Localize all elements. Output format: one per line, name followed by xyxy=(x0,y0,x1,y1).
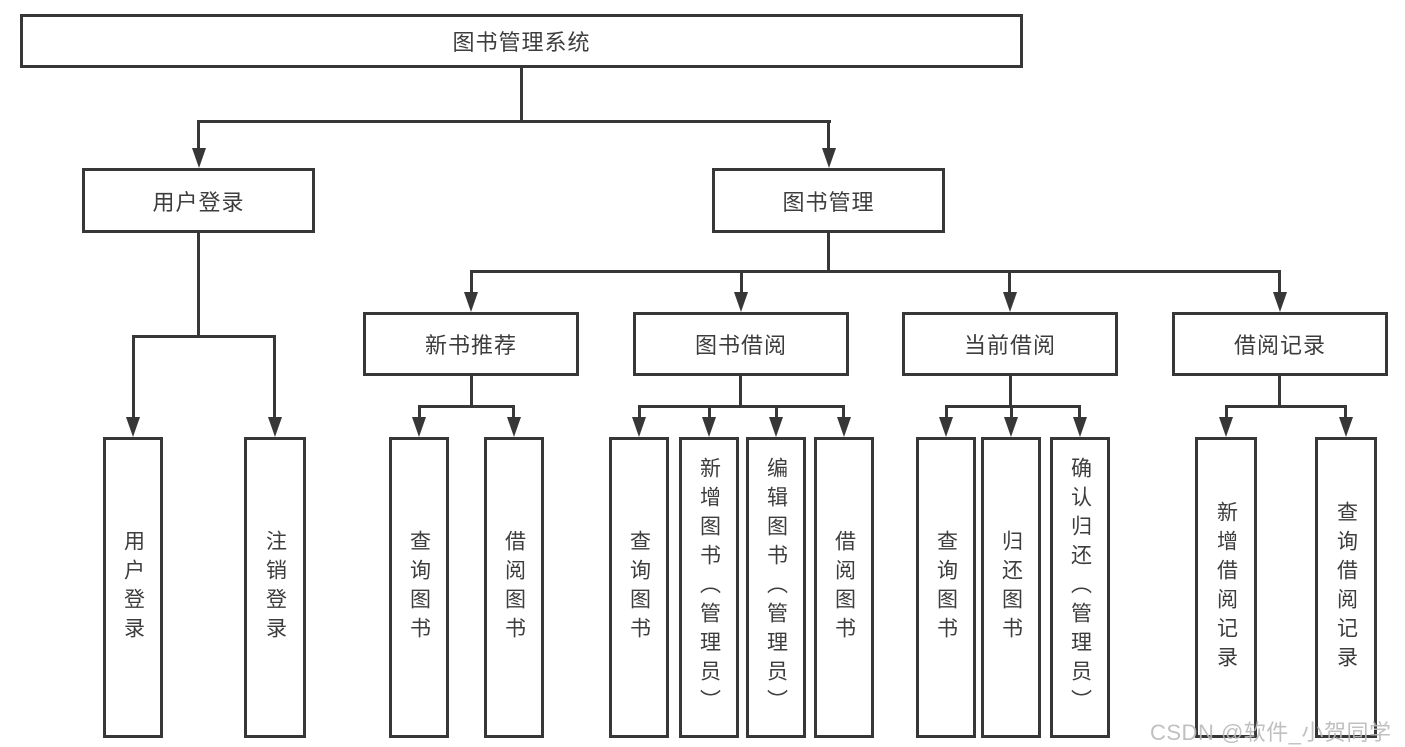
connector-current-stem xyxy=(1009,376,1012,405)
leaf-borrow-books-recommend: 借阅图书 xyxy=(484,437,544,738)
connector-drop-j1 xyxy=(1225,405,1228,417)
node-root-label: 图书管理系统 xyxy=(452,30,591,55)
node-new-book-recommendation-label: 新书推荐 xyxy=(424,333,517,358)
connector-recommend-stem xyxy=(470,376,473,405)
connector-drop-b4 xyxy=(842,405,845,417)
leaf-search-books-current-label: 查询图书 xyxy=(934,529,958,646)
leaf-logout-label: 注销登录 xyxy=(263,529,287,646)
arrow-to-r1 xyxy=(412,417,426,437)
connector-drop-borrowing xyxy=(740,270,743,292)
connector-login-branch xyxy=(132,335,275,338)
leaf-add-borrow-record: 新增借阅记录 xyxy=(1195,437,1257,738)
leaf-search-borrow-record: 查询借阅记录 xyxy=(1315,437,1377,738)
connector-root-branch xyxy=(197,120,831,123)
node-borrowing-records-label: 借阅记录 xyxy=(1233,333,1326,358)
arrow-to-c3 xyxy=(1073,417,1087,437)
arrow-to-current xyxy=(1003,292,1017,312)
leaf-return-books: 归还图书 xyxy=(981,437,1041,738)
connector-drop-records xyxy=(1278,270,1281,292)
connector-drop-user-login xyxy=(197,120,200,150)
arrow-to-j2 xyxy=(1339,417,1353,437)
connector-drop-recommend xyxy=(470,270,473,292)
leaf-search-books-borrowing: 查询图书 xyxy=(609,437,669,738)
connector-drop-r2 xyxy=(512,405,515,417)
node-borrowing-records: 借阅记录 xyxy=(1172,312,1388,376)
leaf-search-books-recommend: 查询图书 xyxy=(389,437,449,738)
node-book-management: 图书管理 xyxy=(712,168,945,233)
node-book-management-label: 图书管理 xyxy=(782,189,875,215)
connector-drop-r1 xyxy=(418,405,421,417)
leaf-add-books-admin: 新增图书（管理员） xyxy=(679,437,739,738)
connector-drop-c3 xyxy=(1078,405,1081,417)
node-current-borrowing-label: 当前借阅 xyxy=(963,333,1056,358)
arrow-to-c1 xyxy=(939,417,953,437)
connector-borrowing-branch xyxy=(639,405,844,408)
node-current-borrowing: 当前借阅 xyxy=(902,312,1118,376)
node-root-library-system: 图书管理系统 xyxy=(20,14,1023,68)
leaf-add-books-admin-label: 新增图书（管理员） xyxy=(697,457,721,718)
connector-drop-b3 xyxy=(775,405,778,417)
arrow-to-recommend xyxy=(464,292,478,312)
arrow-to-b3 xyxy=(769,417,783,437)
leaf-search-books-current: 查询图书 xyxy=(916,437,976,738)
leaf-search-borrow-record-label: 查询借阅记录 xyxy=(1334,500,1358,675)
connector-drop-c1 xyxy=(945,405,948,417)
leaf-search-books-borrowing-label: 查询图书 xyxy=(627,529,651,646)
connector-current-branch xyxy=(946,405,1080,408)
csdn-watermark: CSDN @软件_小贺同学 xyxy=(1150,720,1392,745)
arrow-to-book-management xyxy=(822,148,836,168)
connector-recommend-branch xyxy=(419,405,514,408)
leaf-return-books-label: 归还图书 xyxy=(999,529,1023,646)
connector-mgmt-branch xyxy=(470,270,1280,273)
connector-root-stem xyxy=(520,68,523,120)
connector-borrowing-stem xyxy=(739,376,742,405)
leaf-borrow-books-label: 借阅图书 xyxy=(832,529,856,646)
connector-mgmt-stem xyxy=(827,233,830,270)
connector-records-stem xyxy=(1278,376,1281,405)
connector-drop-b1 xyxy=(638,405,641,417)
arrow-to-user-login xyxy=(192,148,206,168)
leaf-confirm-return-admin: 确认归还（管理员） xyxy=(1050,437,1110,738)
arrow-to-c2 xyxy=(1004,417,1018,437)
node-book-borrowing: 图书借阅 xyxy=(633,312,849,376)
connector-login-stem xyxy=(197,233,200,335)
arrow-to-b2 xyxy=(702,417,716,437)
arrow-to-b1 xyxy=(632,417,646,437)
node-book-borrowing-label: 图书借阅 xyxy=(694,333,787,358)
arrow-to-borrowing xyxy=(734,292,748,312)
connector-drop-book-management xyxy=(827,120,830,150)
connector-drop-current xyxy=(1008,270,1011,292)
arrow-to-leaf-logout xyxy=(268,417,282,437)
node-user-login-label: 用户登录 xyxy=(152,189,245,215)
arrow-to-b4 xyxy=(837,417,851,437)
leaf-user-login-label: 用户登录 xyxy=(121,529,145,646)
connector-drop-b2 xyxy=(708,405,711,417)
leaf-search-books-recommend-label: 查询图书 xyxy=(407,529,431,646)
leaf-borrow-books: 借阅图书 xyxy=(814,437,874,738)
leaf-add-borrow-record-label: 新增借阅记录 xyxy=(1214,500,1238,675)
leaf-borrow-books-recommend-label: 借阅图书 xyxy=(502,529,526,646)
leaf-edit-books-admin: 编辑图书（管理员） xyxy=(746,437,806,738)
node-user-login: 用户登录 xyxy=(82,168,315,233)
connector-records-branch xyxy=(1226,405,1346,408)
leaf-logout: 注销登录 xyxy=(244,437,306,738)
arrow-to-r2 xyxy=(507,417,521,437)
connector-drop-leaf-logout xyxy=(273,335,276,417)
leaf-confirm-return-admin-label: 确认归还（管理员） xyxy=(1068,457,1092,718)
arrow-to-leaf-login xyxy=(126,417,140,437)
node-new-book-recommendation: 新书推荐 xyxy=(363,312,579,376)
leaf-edit-books-admin-label: 编辑图书（管理员） xyxy=(764,457,788,718)
connector-drop-j2 xyxy=(1344,405,1347,417)
connector-drop-leaf-login xyxy=(132,335,135,417)
leaf-user-login: 用户登录 xyxy=(103,437,163,738)
arrow-to-records xyxy=(1273,292,1287,312)
arrow-to-j1 xyxy=(1219,417,1233,437)
connector-drop-c2 xyxy=(1010,405,1013,417)
